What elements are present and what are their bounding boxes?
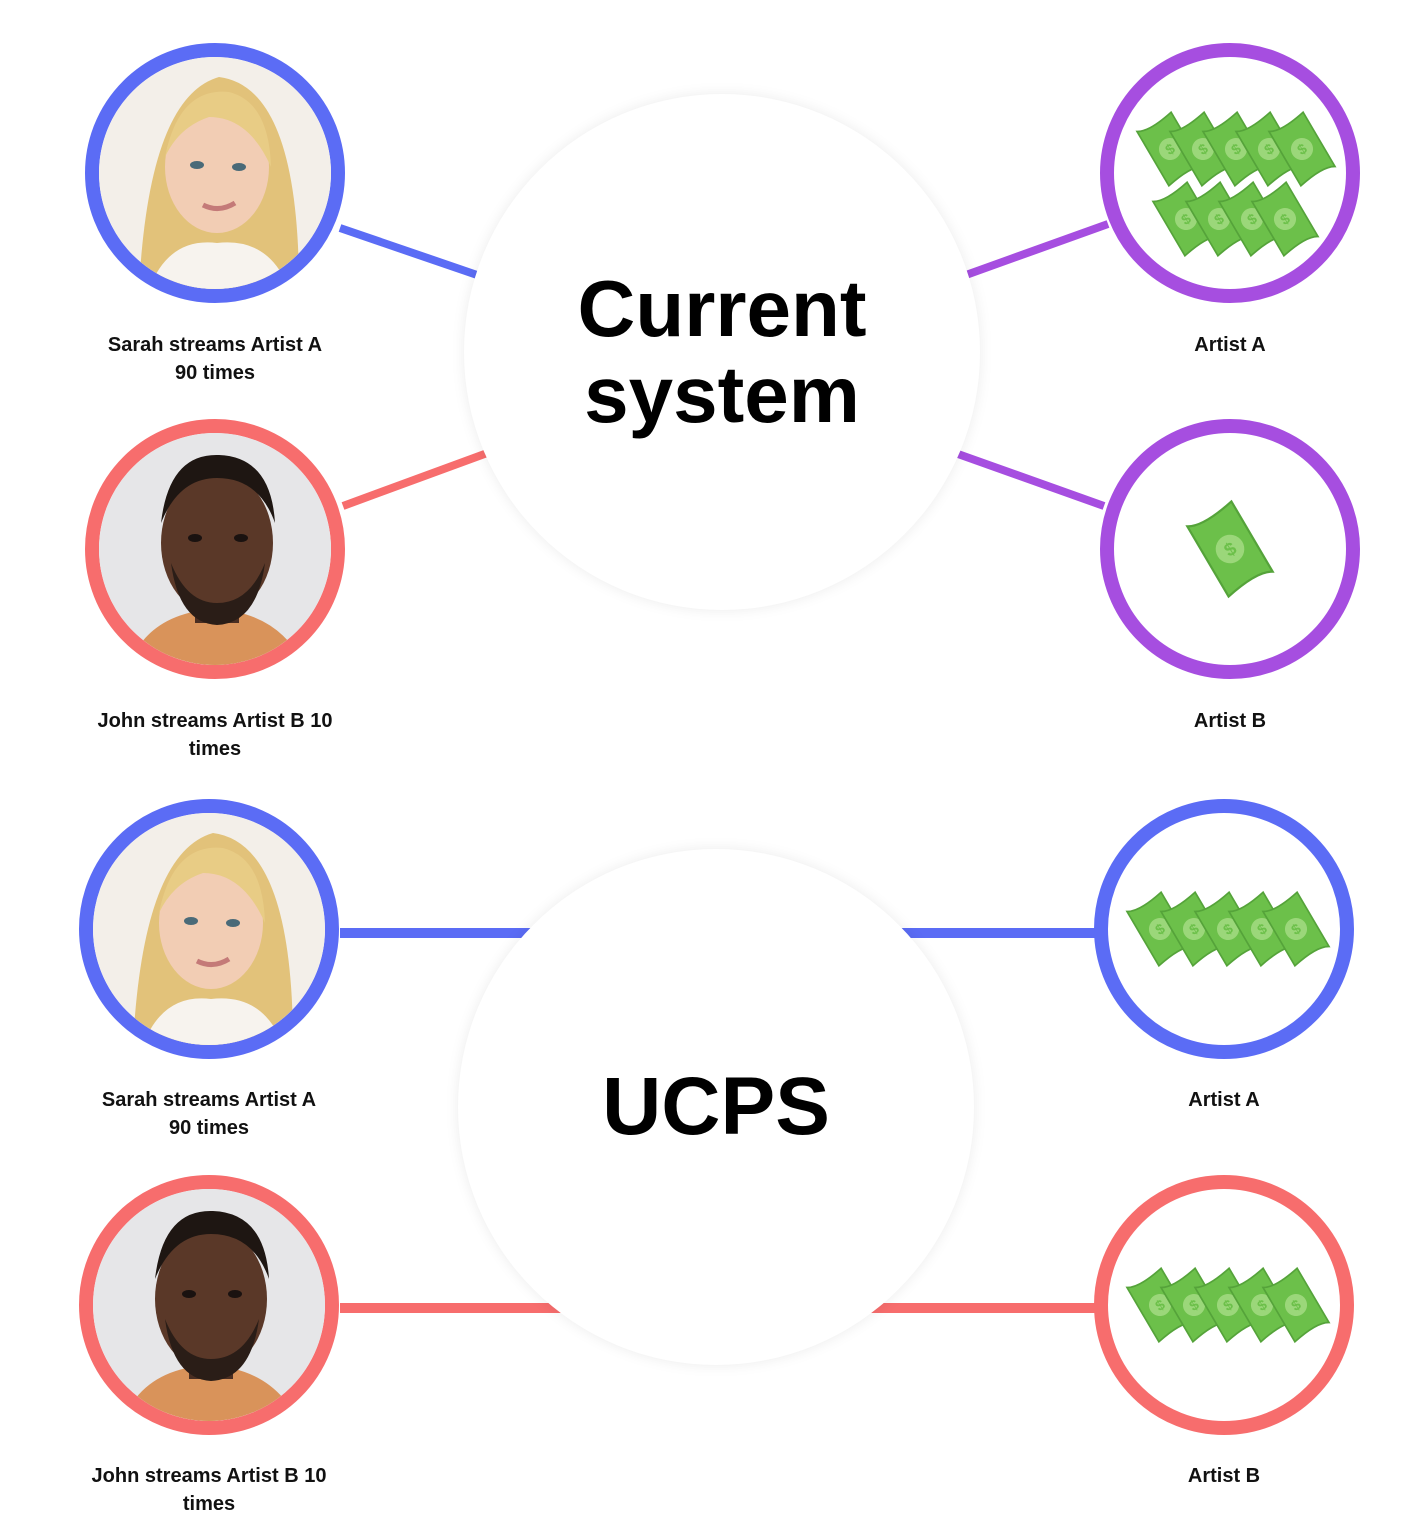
sarah-label: Sarah streams Artist A 90 times bbox=[65, 331, 365, 387]
artist-a-label: Artist A bbox=[1188, 1089, 1260, 1111]
sarah-avatar bbox=[85, 43, 345, 303]
john-label: John streams Artist B 10 times bbox=[59, 1462, 359, 1518]
artist-b-money: $ bbox=[1100, 419, 1360, 679]
money-stack-icon: $ $ $ $ $ bbox=[1125, 890, 1331, 968]
john-avatar bbox=[79, 1175, 339, 1435]
connector-current-artist-a bbox=[964, 220, 1110, 279]
dollar-bill-icon: $ bbox=[1168, 110, 1238, 188]
dollar-bill-icon: $ bbox=[1250, 180, 1320, 258]
dollar-bill-icon: $ bbox=[1267, 110, 1337, 188]
dollar-bill-icon: $ bbox=[1193, 1266, 1263, 1344]
label-line: John streams Artist B 10 bbox=[91, 1465, 327, 1487]
john-label: John streams Artist B 10 times bbox=[65, 707, 365, 763]
dollar-bill-icon: $ bbox=[1151, 180, 1221, 258]
label-line: John streams Artist B 10 bbox=[97, 710, 333, 732]
dollar-bill-icon: $ bbox=[1227, 1266, 1297, 1344]
connector-sarah-current bbox=[338, 224, 482, 280]
connector-current-artist-b bbox=[956, 450, 1106, 510]
artist-a-label: Artist A bbox=[1194, 334, 1266, 356]
label-line: Sarah streams Artist A bbox=[101, 1089, 317, 1111]
dollar-bill-icon: $ bbox=[1261, 1266, 1331, 1344]
dollar-bill-icon: $ bbox=[1159, 1266, 1229, 1344]
sarah-avatar bbox=[79, 799, 339, 1059]
artist-b-label: Artist B bbox=[1193, 710, 1267, 732]
artist-a-money: $ $ $ $ $ $ $ $ $ bbox=[1100, 43, 1360, 303]
woman-portrait-icon bbox=[99, 57, 331, 289]
hub-title-line2: system bbox=[584, 350, 860, 439]
money-stack-icon: $ bbox=[1185, 499, 1275, 599]
label-line: 90 times bbox=[168, 1117, 250, 1139]
label-line: Sarah streams Artist A bbox=[107, 334, 323, 356]
artist-a-money: $ $ $ $ $ bbox=[1094, 799, 1354, 1059]
dollar-bill-icon: $ bbox=[1185, 499, 1275, 599]
money-stack-icon: $ $ $ $ $ bbox=[1125, 1266, 1331, 1344]
man-portrait-icon bbox=[93, 1189, 325, 1421]
dollar-bill-icon: $ bbox=[1261, 890, 1331, 968]
money-stack-icon: $ $ $ $ $ $ $ $ $ bbox=[1135, 110, 1337, 258]
connector-john-current bbox=[341, 448, 492, 510]
dollar-bill-icon: $ bbox=[1125, 890, 1195, 968]
hub-title-line1: Current bbox=[577, 264, 867, 353]
ucps-hub: UCPS bbox=[458, 849, 974, 1365]
sarah-label: Sarah streams Artist A 90 times bbox=[59, 1086, 359, 1142]
hub-title: UCPS bbox=[602, 1061, 830, 1152]
label-line: times bbox=[188, 738, 242, 760]
artist-b-label: Artist B bbox=[1187, 1465, 1261, 1487]
label-line: 90 times bbox=[174, 362, 256, 384]
man-portrait-icon bbox=[99, 433, 331, 665]
woman-portrait-icon bbox=[93, 813, 325, 1045]
john-avatar bbox=[85, 419, 345, 679]
artist-b-money: $ $ $ $ $ bbox=[1094, 1175, 1354, 1435]
label-line: times bbox=[182, 1493, 236, 1515]
